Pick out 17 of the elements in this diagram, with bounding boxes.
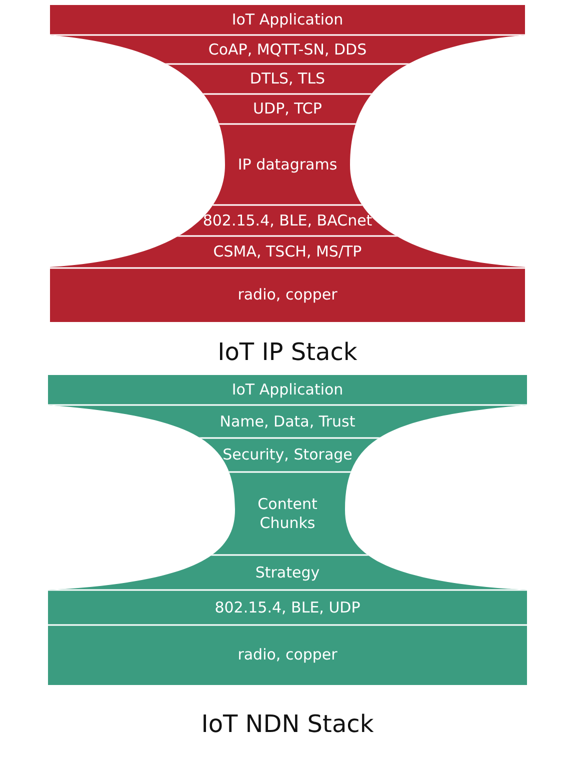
layer-label: Strategy	[255, 563, 320, 582]
layer-label: 802.15.4, BLE, BACnet	[202, 211, 372, 230]
stack-caption: IoT NDN Stack	[201, 710, 374, 738]
layer-label: CSMA, TSCH, MS/TP	[213, 242, 362, 262]
layer-label: IP datagrams	[232, 155, 342, 174]
layer-label: Name, Data, Trust	[220, 412, 356, 431]
stack-caption: IoT IP Stack	[218, 338, 358, 366]
layer-label: radio, copper	[238, 646, 338, 664]
layer-label: 802.15.4, BLE, UDP	[214, 598, 360, 617]
layer-label: DTLS, TLS	[250, 70, 326, 88]
layer-label: UDP, TCP	[253, 100, 322, 118]
layer-label: IoT Application	[232, 10, 344, 30]
layer-label: Content Chunks	[232, 494, 342, 532]
layer-label: CoAP, MQTT-SN, DDS	[208, 40, 367, 59]
layer-label: Security, Storage	[222, 446, 352, 464]
layer-label: IoT Application	[232, 380, 344, 400]
layer-label: radio, copper	[238, 286, 338, 304]
